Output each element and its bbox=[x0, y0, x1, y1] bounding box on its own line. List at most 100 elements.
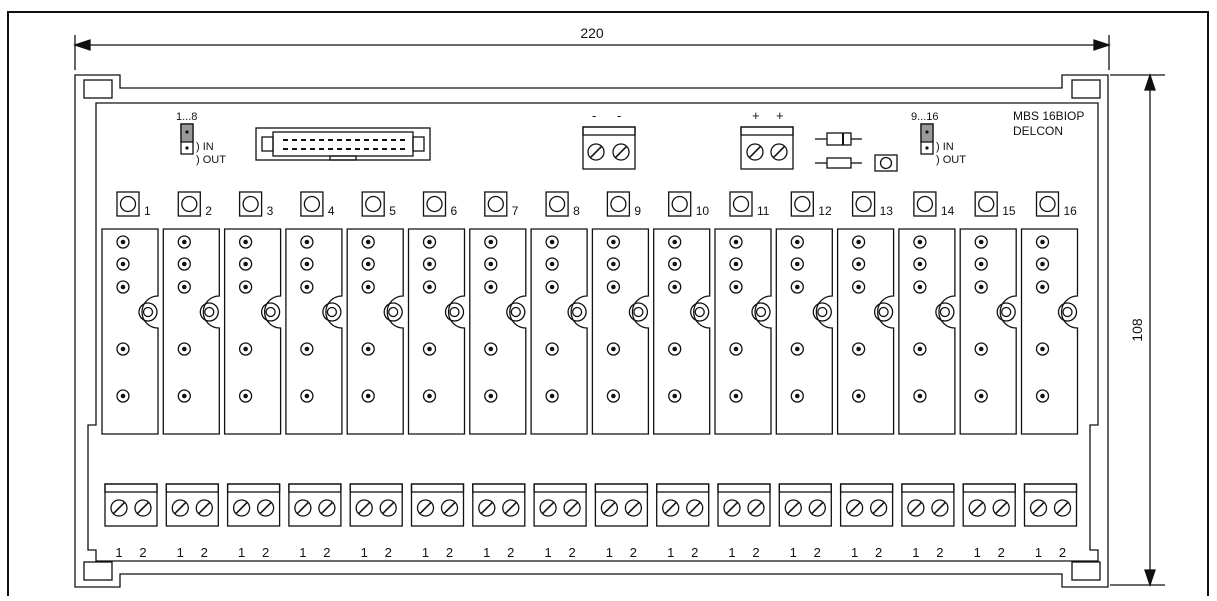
output-screw-1 bbox=[294, 499, 312, 517]
screw-head-icon bbox=[110, 499, 128, 517]
screw-slot-icon bbox=[909, 501, 923, 515]
screw-slot-icon bbox=[235, 501, 248, 515]
relay-pin bbox=[790, 389, 804, 403]
channel-led-icon bbox=[732, 195, 750, 213]
output-terminal-cap bbox=[410, 483, 465, 493]
screw-slot-icon bbox=[749, 501, 763, 515]
relay-pin bbox=[361, 342, 375, 356]
relay-pin bbox=[422, 257, 437, 271]
terminal-pin-label-1: 1 bbox=[483, 545, 490, 560]
relay-pin bbox=[545, 235, 559, 249]
screw-slot-icon bbox=[1032, 501, 1045, 515]
relay-adjust-knob-center bbox=[694, 306, 705, 318]
output-screw-2 bbox=[624, 499, 643, 517]
relay-pin-center bbox=[795, 284, 800, 290]
output-terminal-block bbox=[839, 483, 894, 527]
relay-pin bbox=[974, 280, 988, 294]
status-led-icon bbox=[879, 156, 893, 170]
relay-pin bbox=[1035, 280, 1050, 294]
screw-slot-icon bbox=[419, 501, 432, 515]
relay-module-outline bbox=[775, 228, 833, 435]
screw-slot-icon bbox=[627, 501, 640, 515]
relay-pin bbox=[238, 235, 253, 249]
relay-pin bbox=[729, 280, 743, 294]
output-terminal-block bbox=[901, 483, 955, 527]
output-screw-2 bbox=[134, 499, 152, 517]
relay-pin-center bbox=[427, 261, 432, 267]
screw-slot-icon bbox=[136, 501, 150, 515]
jumper-range-1-8: 1...8 bbox=[176, 111, 197, 123]
channel-number: 8 bbox=[573, 204, 580, 218]
screw-head-icon bbox=[808, 499, 826, 517]
model-label: MBS 16BIOP bbox=[1013, 109, 1084, 123]
output-screw-1 bbox=[907, 499, 925, 517]
screw-head-icon bbox=[379, 499, 397, 517]
relay-pin-center bbox=[243, 393, 248, 399]
screw-slot-icon bbox=[872, 501, 885, 515]
relay-pin-center bbox=[733, 346, 739, 352]
relay-pin-center bbox=[549, 393, 555, 399]
relay-pin-center bbox=[917, 261, 923, 267]
screw-slot-icon bbox=[994, 501, 1008, 515]
screw-slot-icon bbox=[614, 145, 628, 159]
terminal-pin-label-1: 1 bbox=[912, 545, 919, 560]
relay-pin-center bbox=[795, 393, 800, 399]
jumper-range-9-16: 9...16 bbox=[911, 111, 939, 123]
relay-pin bbox=[484, 280, 498, 294]
screw-slot-icon bbox=[480, 501, 494, 515]
relay-pin-center bbox=[1040, 284, 1045, 290]
ribbon-connector bbox=[255, 127, 431, 161]
relay-pin-center bbox=[1040, 393, 1045, 399]
relay-pin-center bbox=[182, 261, 187, 267]
screw-slot-icon bbox=[565, 501, 579, 515]
relay-pin bbox=[974, 389, 988, 403]
screw-slot-icon bbox=[296, 501, 310, 515]
relay-pin-center bbox=[488, 261, 494, 267]
relay-adjust-knob-center bbox=[755, 306, 767, 318]
output-screw-2 bbox=[563, 499, 581, 517]
screw-slot-icon bbox=[173, 501, 187, 515]
relay-pin bbox=[484, 342, 498, 356]
relay-pin-center bbox=[917, 239, 923, 245]
relay-pin bbox=[913, 389, 927, 403]
terminal-pin-label-2: 2 bbox=[568, 545, 575, 560]
resistor-icon bbox=[826, 157, 852, 169]
diode-icon bbox=[826, 132, 852, 146]
relay-pin-center bbox=[243, 261, 248, 267]
output-terminal-block bbox=[594, 483, 649, 527]
output-screw-2 bbox=[1053, 499, 1072, 517]
channel-number: 1 bbox=[144, 204, 151, 218]
relay-adjust-knob-center bbox=[633, 306, 644, 318]
relay-pin bbox=[606, 389, 621, 403]
relay-pin-center bbox=[1040, 261, 1045, 267]
channel-led-frame bbox=[790, 191, 814, 217]
relay-adjust-knob-icon bbox=[260, 302, 281, 322]
terminal-pin-label-1: 1 bbox=[115, 545, 122, 560]
relay-pin bbox=[177, 257, 191, 271]
relay-adjust-knob-center bbox=[449, 306, 460, 318]
channel-led-icon bbox=[181, 195, 198, 213]
rail-clip-bottom-left bbox=[83, 561, 113, 581]
relay-module-outline bbox=[653, 228, 711, 435]
relay-pin bbox=[116, 342, 130, 356]
output-terminal-block bbox=[349, 483, 403, 527]
output-terminal-block bbox=[1023, 483, 1078, 527]
relay-pin-center bbox=[304, 261, 310, 267]
channel-led-frame bbox=[606, 191, 631, 217]
relay-module-outline bbox=[714, 228, 772, 435]
relay-pin bbox=[484, 389, 498, 403]
output-screw-1 bbox=[232, 499, 251, 517]
output-terminal-cap bbox=[1023, 483, 1078, 493]
channel-led-icon bbox=[978, 195, 995, 213]
relay-pin-center bbox=[304, 346, 310, 352]
relay-pin-center bbox=[488, 393, 494, 399]
screw-slot-icon bbox=[933, 501, 947, 515]
relay-pin-center bbox=[733, 393, 739, 399]
relay-pin-center bbox=[978, 239, 984, 245]
relay-pin bbox=[116, 389, 130, 403]
relay-adjust-knob-center bbox=[142, 306, 154, 318]
